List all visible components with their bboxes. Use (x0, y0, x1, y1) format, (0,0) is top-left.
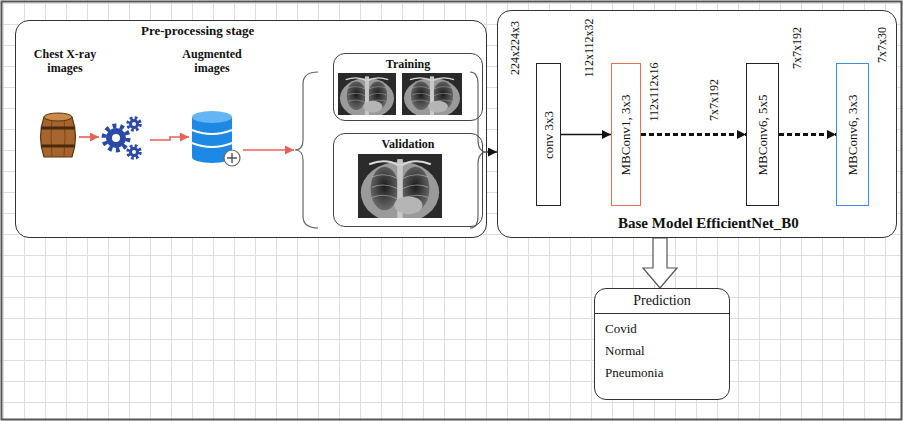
layer-box: MBConv1, 3x3 (611, 63, 641, 206)
node-label: MBConv6, 5x5 (755, 94, 769, 175)
layer-box: MBConv6, 5x5 (746, 63, 779, 206)
dashed-arrow (641, 133, 746, 136)
layer-box: conv 3x3 (536, 63, 561, 206)
node-label: Base Model EfficientNet_B0 (618, 215, 799, 232)
prediction-box: PredictionCovidNormalPneumonia (594, 288, 730, 400)
dashed-arrow (779, 133, 836, 136)
model-panel: Base Model EfficientNet_B0 conv 3x3 MBConv… (497, 10, 897, 238)
gears-icon (104, 118, 140, 158)
node-label: Pre-processing stage (141, 23, 254, 39)
node-label: MBConv1, 3x3 (619, 94, 633, 175)
input-label: Augmented images (171, 48, 253, 76)
node-label: Training (334, 54, 482, 72)
bracket (470, 72, 487, 228)
class-label: Covid (595, 314, 729, 340)
flow-arrow (79, 137, 294, 150)
tensor-shape: 7x7x30 (876, 27, 890, 63)
arrow (487, 151, 497, 152)
node-label: MBConv6, 3x3 (845, 94, 859, 175)
panel-ground (497, 10, 897, 238)
class-label: Normal (595, 340, 729, 362)
layer-box: MBConv6, 3x3 (836, 63, 869, 206)
image-group-box: Validation (333, 133, 483, 227)
database-icon (192, 111, 240, 166)
input-label: Chest X-ray images (24, 48, 106, 76)
tensor-shape: 7x7x192 (708, 79, 722, 121)
bracket (295, 72, 318, 228)
image-group-box: Training (333, 53, 483, 121)
xray-image (358, 154, 442, 223)
class-label: Pneumonia (595, 362, 729, 384)
barrel-icon (41, 113, 76, 157)
node-label: Prediction (595, 289, 729, 314)
node-label: Validation (334, 134, 482, 152)
panel-ground (15, 20, 487, 238)
xray-image (338, 73, 396, 118)
hollow-arrow (643, 238, 677, 288)
node-label: conv 3x3 (541, 110, 555, 158)
tensor-shape: 224x224x3 (509, 21, 523, 75)
xray-image (402, 73, 462, 118)
tensor-shape: 112x112x16 (648, 62, 662, 121)
arrow (561, 134, 611, 135)
tensor-shape: 112x112x32 (583, 18, 597, 77)
tensor-shape: 7x7x192 (791, 27, 805, 69)
